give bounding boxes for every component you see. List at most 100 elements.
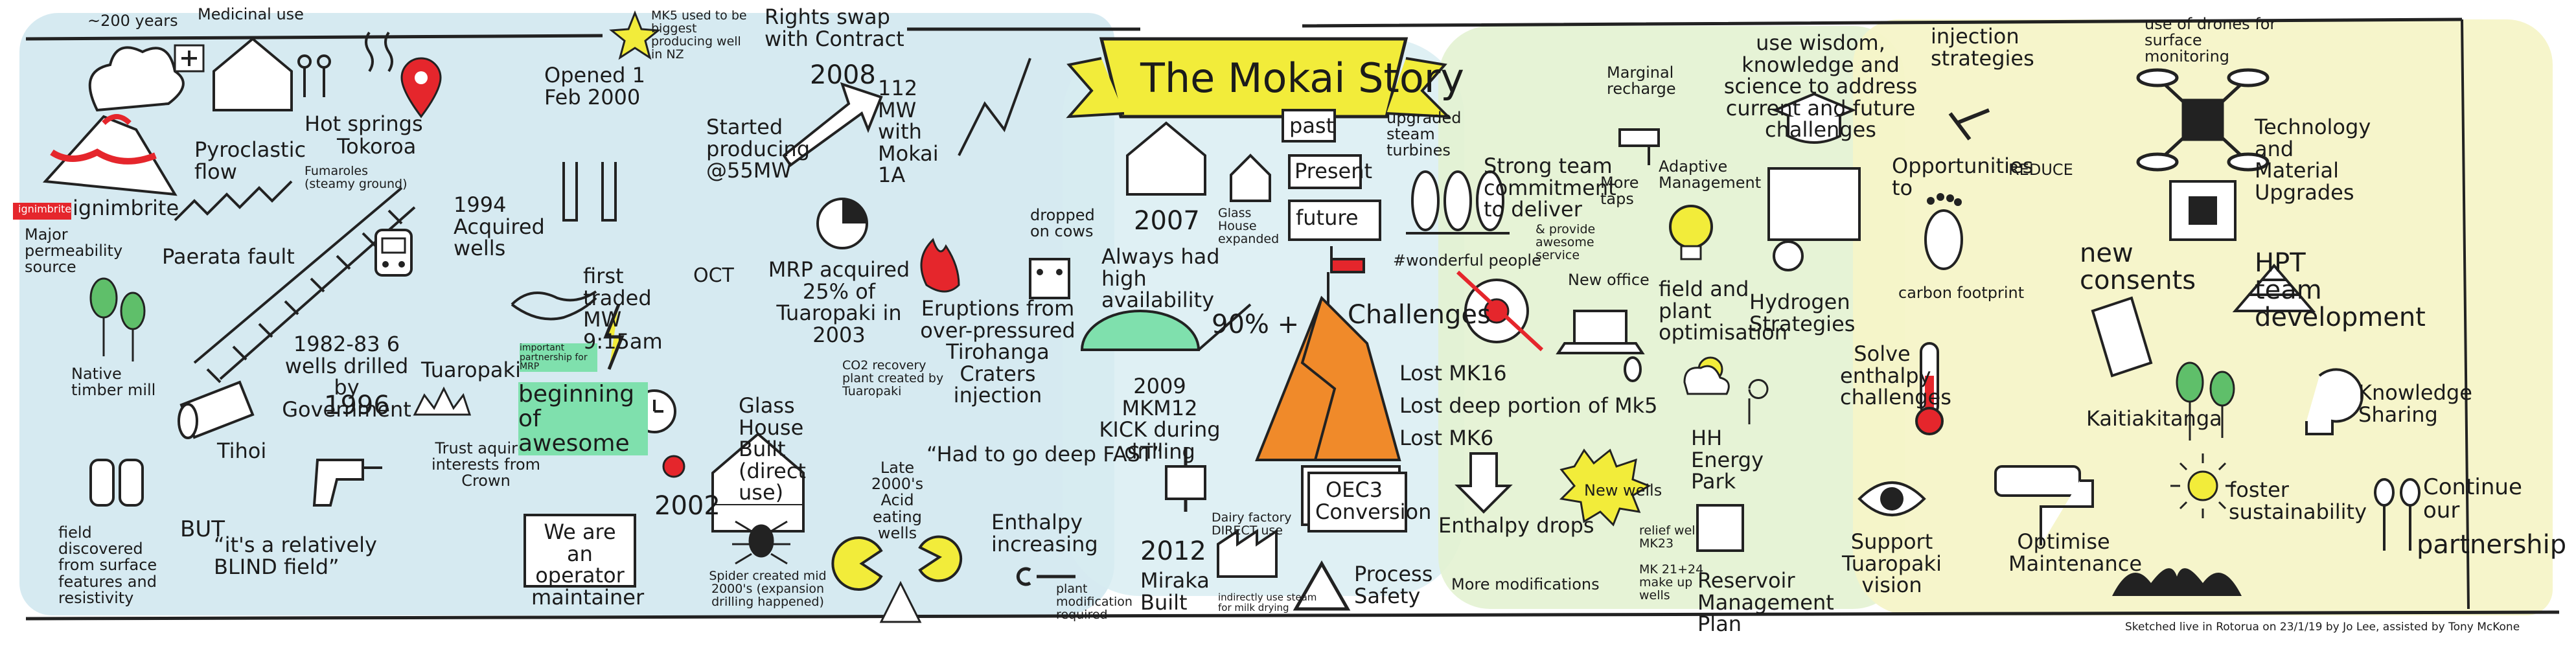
miraka-built: Miraka Built xyxy=(1140,568,1210,615)
banner-ribbon xyxy=(1066,37,1452,119)
hydrogen-icon xyxy=(1773,240,1804,271)
target-icon xyxy=(1456,270,1544,352)
mountain-icon xyxy=(1255,295,1401,461)
optimise-maintenance: Optimise Maintenance xyxy=(2008,529,2143,576)
pyramid-icon xyxy=(2232,263,2316,312)
oec3-conversion: OEC3 Conversion xyxy=(1315,477,1432,524)
pie-chart-icon xyxy=(816,198,868,249)
opportunities: Opportunities to xyxy=(1892,154,2034,200)
fumaroles: Fumaroles (steamy ground) xyxy=(305,164,408,191)
upgraded-turbines: upgraded steam turbines xyxy=(1386,109,1462,160)
dome-icon xyxy=(1080,310,1201,351)
binoculars-icon xyxy=(89,459,144,507)
hydrogen-strategies: Hydrogen Strategies xyxy=(1749,290,1856,336)
late-2000s: Late 2000's Acid eating wells xyxy=(871,459,924,542)
ignimbrite: ignimbrite xyxy=(73,196,179,220)
adaptive-management: Adaptive Management xyxy=(1659,157,1762,192)
availability-pct: 90% + xyxy=(1212,310,1300,339)
mw-112: 112 MW with Mokai 1A xyxy=(878,76,939,188)
people-icon-2 xyxy=(1406,170,1510,235)
more-modifications: More modifications xyxy=(1451,575,1600,593)
house-icon xyxy=(174,37,293,111)
people-icon-3 xyxy=(2374,478,2421,551)
new-office: New office xyxy=(1568,271,1650,289)
head-icon xyxy=(2305,368,2363,435)
signpost-icon xyxy=(1282,109,1381,311)
wonderful-people: #wonderful people xyxy=(1393,251,1541,269)
credit-line: Sketched live in Rotorua on 23/1/19 by J… xyxy=(2125,621,2520,634)
sun-icon xyxy=(2170,453,2235,518)
strong-team: Strong team commitment to deliver xyxy=(1484,154,1616,222)
tech-cube-icon xyxy=(2169,180,2237,241)
dairy-direct: Dairy factory DIRECT use xyxy=(1212,510,1292,538)
co2-plant: CO2 recovery plant created by Tuaropaki xyxy=(842,358,944,398)
field-discovered: field discovered from surface features a… xyxy=(58,523,157,607)
sign-past: past xyxy=(1289,113,1335,138)
tree-icon-group-2 xyxy=(2176,361,2235,441)
drones-monitoring: use of drones for surface monitoring xyxy=(2145,15,2277,66)
but-label: BUT xyxy=(180,516,225,542)
drone-icon xyxy=(2136,68,2270,172)
tuaropaki: Tuaropaki xyxy=(421,358,521,382)
first-traded: first traded MW 9:15am xyxy=(583,264,663,354)
lost-mk16: Lost MK16 xyxy=(1399,361,1507,385)
hot-springs: Hot springs xyxy=(305,111,423,136)
kick-2009: 2009 MKM12 KICK during drilling xyxy=(1099,374,1221,464)
blind-field: “it's a relatively BLIND field” xyxy=(214,533,377,579)
years-200: ~200 years xyxy=(87,12,178,30)
reservoir-plan: Reservoir Management Plan xyxy=(1697,568,1834,637)
native-timber: Native timber mill xyxy=(71,365,156,400)
medicinal-use: Medicinal use xyxy=(198,5,304,23)
eye-icon xyxy=(1857,481,1926,516)
sign-future: future xyxy=(1296,205,1359,230)
tokoroa: Tokoroa xyxy=(337,134,417,159)
process-safety: Process Safety xyxy=(1354,562,1433,608)
log-icon xyxy=(178,380,255,439)
warning-icon xyxy=(1293,560,1351,611)
tap-icon xyxy=(1618,128,1660,165)
year-1996: 1996 xyxy=(324,391,390,420)
paerata-fault: Paerata fault xyxy=(162,244,295,269)
opened-date: Opened 1 Feb 2000 xyxy=(544,63,645,109)
train-icon xyxy=(374,229,413,277)
year-2008: 2008 xyxy=(810,60,876,90)
people-icon-1 xyxy=(297,54,331,97)
knowledge-sharing: Knowledge Sharing xyxy=(2358,380,2472,427)
rights-swap: Rights swap with Contract xyxy=(765,5,904,51)
hpt-team: HPT team development xyxy=(2255,248,2426,332)
laptop-icon xyxy=(1556,310,1645,382)
partnership: partnership xyxy=(2417,530,2567,560)
challenges: Challenges xyxy=(1348,300,1491,330)
hot-spring-icon xyxy=(365,31,393,73)
sun-cloud-icon xyxy=(1683,356,1730,395)
mustache-icon xyxy=(2112,568,2242,596)
plant-modification: plant modification required xyxy=(1056,582,1133,622)
flame-icon xyxy=(920,238,960,293)
go-deep-fast: “Had to go deep FAST” xyxy=(926,442,1164,466)
relief-well: relief well MK23 xyxy=(1639,523,1699,551)
provide-service: & provide awesome service xyxy=(1535,222,1596,262)
operator-maintainer: We are an operator maintainer xyxy=(531,520,645,610)
field-plant-optimisation: field and plant optimisation xyxy=(1659,277,1788,345)
sign-present: Present xyxy=(1294,159,1373,183)
glass-expanded: Glass House expanded xyxy=(1218,206,1280,246)
drill-icon xyxy=(312,459,382,507)
clipboard-icon xyxy=(1696,504,1744,552)
carbon-footprint: carbon footprint xyxy=(1898,284,2025,302)
foster-sustainability: foster sustainability xyxy=(2229,477,2367,524)
glass-house-built: Glass House Built (direct use) xyxy=(739,393,806,505)
lightbulb-icon xyxy=(1669,205,1713,260)
ignimbrite-tag: ignimbrite xyxy=(18,203,72,215)
beginning-of-awesome: beginning of awesome xyxy=(518,382,648,456)
support-vision: Support Tuaropaki vision xyxy=(1842,529,1942,598)
tree-outline-icon xyxy=(1748,379,1769,424)
high-availability: Always had high availability xyxy=(1101,244,1220,313)
oct-date: OCT xyxy=(693,264,734,287)
started-producing: Started producing @55MW xyxy=(706,115,811,183)
wells-1982: 1982-83 6 wells drilled by Government xyxy=(282,332,411,422)
starburst-icon xyxy=(1559,448,1651,527)
lightning-icon xyxy=(603,304,625,370)
factory-icon xyxy=(1217,529,1278,578)
acid-pacman-icon xyxy=(831,535,963,591)
scroll-icon xyxy=(2091,296,2153,378)
